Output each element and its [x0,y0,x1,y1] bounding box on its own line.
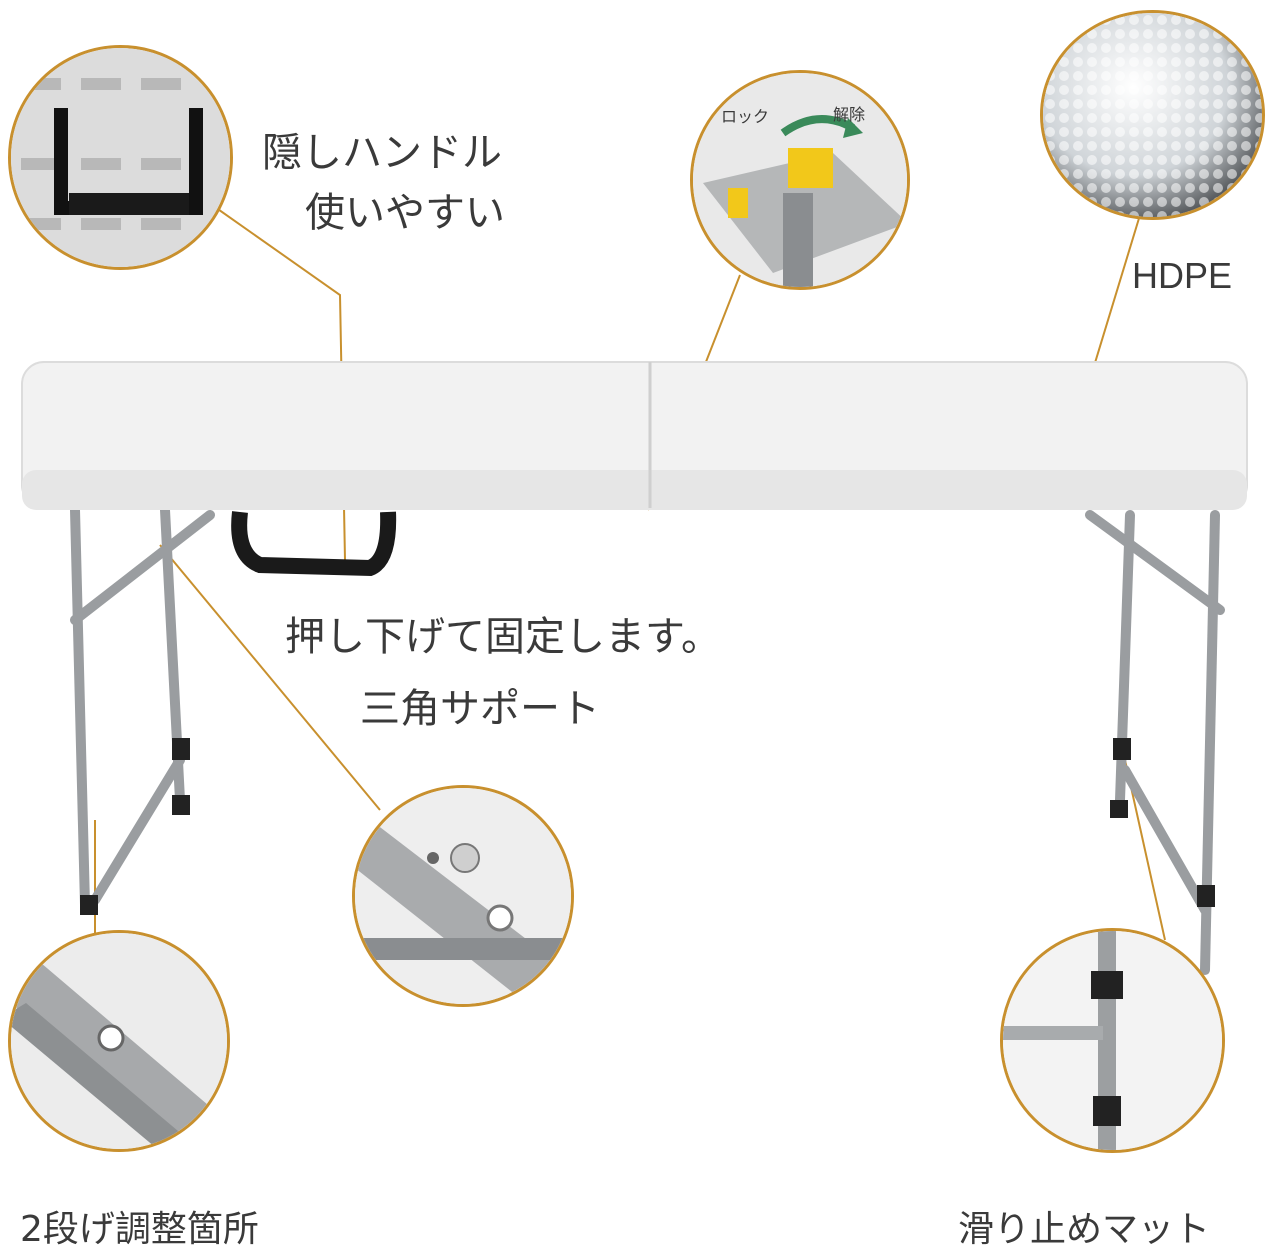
callout-line-triangle [159,544,381,811]
anti-slip-detail-image [1000,928,1225,1153]
latch-detail-image: ロック 解除 [690,70,910,290]
triangle-support-label: 三角サポート [360,686,600,732]
push-down-label: 押し下げて固定します。 [285,614,721,660]
table-top [21,361,1248,510]
hidden-handle-detail-image [8,45,233,270]
hdpe-texture-image [1040,10,1265,220]
hdpe-label: HDPE [1132,255,1233,296]
height-adjust-label: 2段げ調整箇所 [20,1209,259,1250]
hidden-handle-label-line2: 使いやすい [305,190,505,236]
height-adjust-detail-image [8,930,230,1152]
carry-handle [231,511,397,577]
unlock-label: 解除 [833,105,866,124]
hidden-handle-label-line1: 隠しハンドル [262,130,502,176]
triangle-support-detail-image [352,785,574,1007]
lock-label: ロック [721,107,770,126]
anti-slip-label: 滑り止めマット [958,1209,1211,1250]
